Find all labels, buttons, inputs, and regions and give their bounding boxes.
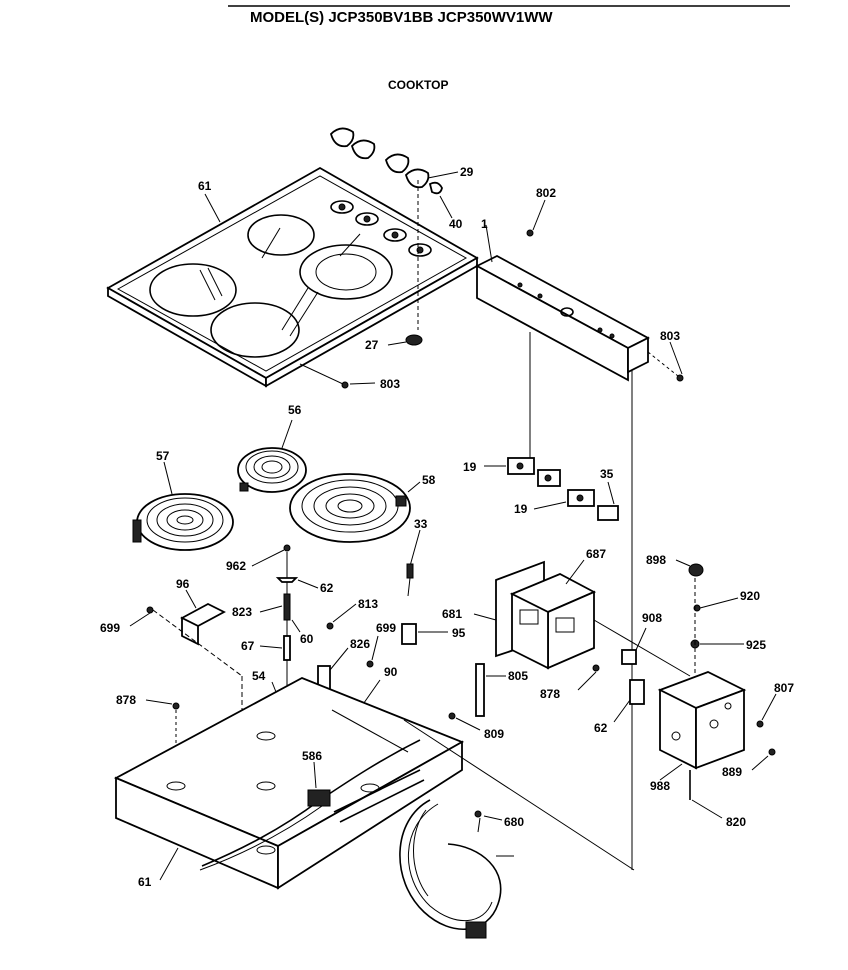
wire-strip xyxy=(475,663,485,717)
callout-823: 823 xyxy=(232,605,252,619)
callout-62-lower: 62 xyxy=(594,721,608,735)
screw-icon xyxy=(366,660,374,668)
clip-62 xyxy=(629,679,645,705)
surface-element-56 xyxy=(237,447,307,493)
section-title: COOKTOP xyxy=(388,78,448,92)
callout-807: 807 xyxy=(774,681,794,695)
screw-icon xyxy=(326,622,334,630)
callout-61-top: 61 xyxy=(198,179,212,193)
screw-icon xyxy=(592,664,600,672)
surface-element-57 xyxy=(132,493,234,551)
wire-harness xyxy=(199,739,421,871)
callout-925: 54 xyxy=(252,669,266,683)
callout-813: 813 xyxy=(358,597,378,611)
screw-icon xyxy=(448,712,456,720)
callout-560: 988 xyxy=(650,779,670,793)
callout-33: 33 xyxy=(414,517,428,531)
grommet xyxy=(405,334,423,346)
callout-67: 67 xyxy=(241,639,255,653)
callout-57: 57 xyxy=(156,449,170,463)
callout-29: 29 xyxy=(460,165,474,179)
callout-54: 805 xyxy=(508,669,528,683)
callout-803-upper: 803 xyxy=(660,329,680,343)
callout-826: 826 xyxy=(350,637,370,651)
bracket-rod xyxy=(283,635,291,661)
callout-95: 95 xyxy=(452,626,466,640)
callout-586: 586 xyxy=(302,749,322,763)
callout-803-lower: 803 xyxy=(380,377,400,391)
relay-housing xyxy=(495,560,597,670)
callout-35: 35 xyxy=(600,467,614,481)
callout-681: 681 xyxy=(442,607,462,621)
power-cord xyxy=(399,799,502,939)
callout-988: 889 xyxy=(722,765,742,779)
terminal-562 xyxy=(621,649,637,665)
callout-27: 27 xyxy=(365,338,379,352)
callout-920: 920 xyxy=(740,589,760,603)
callout-90: 90 xyxy=(384,665,398,679)
callout-61-bottom: 61 xyxy=(138,875,152,889)
control-knobs xyxy=(329,127,443,195)
callout-562: 908 xyxy=(642,611,662,625)
screw-icon xyxy=(341,381,349,389)
cooktop-glass-top xyxy=(106,166,479,388)
callout-1: 1 xyxy=(481,217,488,231)
screw-icon xyxy=(676,374,684,382)
junction-box xyxy=(657,671,747,770)
callout-699-mid: 699 xyxy=(376,621,396,635)
callout-687: 687 xyxy=(586,547,606,561)
callout-60: 60 xyxy=(300,632,314,646)
screw-icon xyxy=(526,229,534,237)
infinite-switches xyxy=(507,457,619,521)
callout-19-upper: 19 xyxy=(463,460,477,474)
control-knob-seats xyxy=(330,200,432,257)
callout-96: 96 xyxy=(176,577,190,591)
clip xyxy=(275,577,299,583)
spring xyxy=(283,593,291,621)
bracket-95 xyxy=(401,623,417,645)
callout-19-lower: 19 xyxy=(514,502,528,516)
callout-58: 58 xyxy=(422,473,436,487)
callout-898: 898 xyxy=(646,553,666,567)
callout-699-left: 699 xyxy=(100,621,120,635)
surface-element-58 xyxy=(289,473,411,543)
bracket-96 xyxy=(180,602,226,646)
callout-805: 878 xyxy=(116,693,136,707)
callout-878: 878 xyxy=(540,687,560,701)
screw-icon xyxy=(146,606,154,614)
callout-62-upper: 62 xyxy=(320,581,334,595)
control-bracket xyxy=(475,254,650,382)
screw-icon xyxy=(172,702,180,710)
knob-icon xyxy=(688,563,704,577)
screw-icon xyxy=(283,544,291,552)
screw-icon xyxy=(768,748,776,756)
callout-962: 962 xyxy=(226,559,246,573)
callout-820: 680 xyxy=(504,815,524,829)
callout-40: 40 xyxy=(449,217,463,231)
terminal-block xyxy=(406,563,414,579)
callout-802: 802 xyxy=(536,186,556,200)
screw-icon xyxy=(756,720,764,728)
callout-908: 925 xyxy=(746,638,766,652)
screw-icon xyxy=(474,810,482,818)
callout-809: 809 xyxy=(484,727,504,741)
callout-56: 56 xyxy=(288,403,302,417)
callout-889: 820 xyxy=(726,815,746,829)
bottom-tray xyxy=(113,677,465,890)
model-line: MODEL(S) JCP350BV1BB JCP350WV1WW xyxy=(250,9,553,26)
